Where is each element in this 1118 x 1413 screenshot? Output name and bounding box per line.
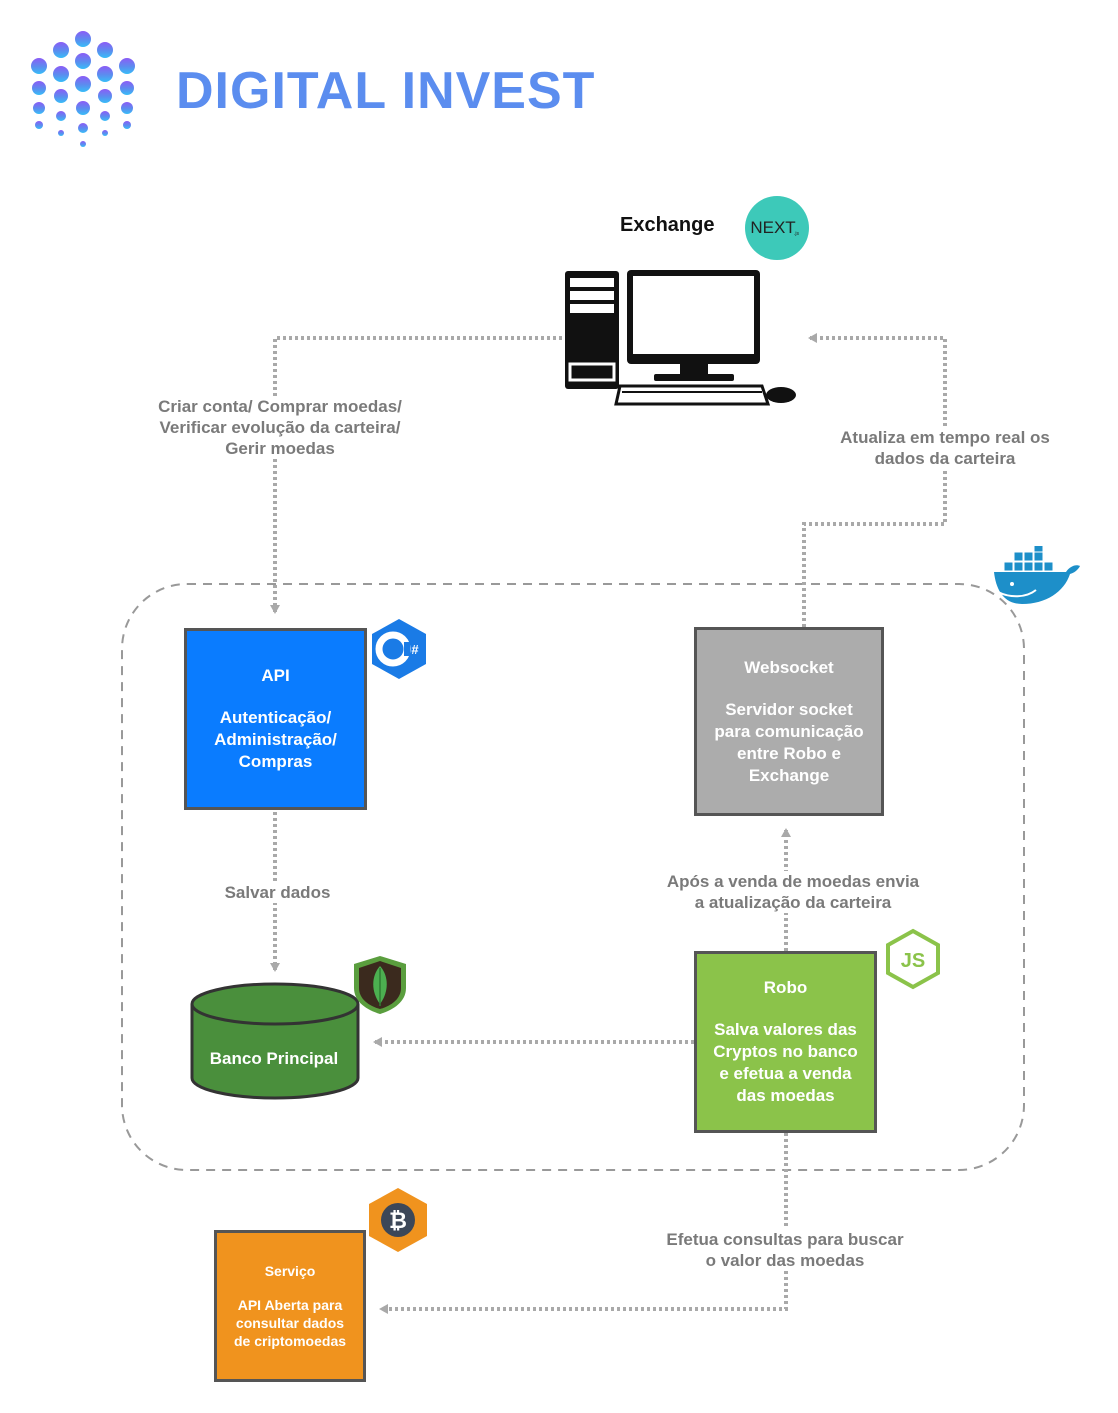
- database-cylinder: [190, 982, 360, 1100]
- label-line: Criar conta/: [158, 397, 253, 416]
- nextjs-logo: NEXT .js: [745, 196, 809, 260]
- nextjs-logo-suffix: .js: [794, 231, 800, 237]
- service-title: Serviço: [264, 1263, 316, 1279]
- label-line: envia a atualização da carteira: [694, 872, 920, 912]
- label-exchange-to-api: Criar conta/ Comprar moedas/ Verificar e…: [150, 396, 410, 459]
- label-line: Atualiza em tempo real os: [840, 428, 1050, 447]
- flow-websocket-to-exchange: [802, 333, 947, 627]
- computer-icon: [565, 270, 796, 406]
- websocket-body-line: Exchange: [748, 765, 830, 785]
- docker-icon: [994, 546, 1080, 604]
- service-body-line: de criptomoedas: [233, 1333, 347, 1349]
- label-line: dados da carteira: [874, 449, 1016, 468]
- api-title: API: [261, 666, 290, 685]
- mongodb-icon: [354, 956, 406, 1014]
- nodejs-text: JS: [901, 950, 925, 972]
- svg-text:#: #: [411, 642, 419, 657]
- nodejs-icon: JS: [886, 928, 940, 990]
- label-line: Verificar evolução da carteira/: [159, 418, 401, 437]
- flow-robo-to-service: [379, 1133, 788, 1314]
- digital-invest-logo: [31, 31, 135, 147]
- robo-body-line: Salva valores das: [714, 1020, 857, 1039]
- api-body-line: Autenticação/: [219, 708, 332, 727]
- robo-title: Robo: [763, 978, 808, 997]
- flow-exchange-to-api: [270, 336, 562, 614]
- bitcoin-icon: ₿: [369, 1188, 427, 1252]
- robo-body-line: e efetua a venda: [719, 1064, 852, 1083]
- websocket-title: Websocket: [744, 657, 834, 677]
- websocket-body-line: Servidor socket: [725, 699, 853, 719]
- label-robo-to-service: Efetua consultas para buscar o valor das…: [665, 1229, 905, 1271]
- label-line: buscar o valor das moedas: [705, 1230, 904, 1270]
- websocket-body-line: para comunicação: [714, 721, 864, 741]
- api-body-line: Administração/: [214, 730, 337, 749]
- exchange-label: Exchange: [620, 214, 715, 236]
- csharp-icon: C# #: [372, 619, 426, 679]
- api-box: API Autenticação/ Administração/ Compras: [184, 628, 367, 810]
- api-body-line: Compras: [238, 752, 313, 771]
- page-title: DIGITAL INVEST: [176, 62, 596, 120]
- bitcoin-text: ₿: [389, 1209, 407, 1234]
- label-line: Comprar moedas/: [257, 397, 402, 416]
- docker-boundary: [121, 583, 1025, 1171]
- label-line: Após a venda de moedas: [666, 872, 871, 891]
- service-body-line: consultar dados: [235, 1315, 345, 1331]
- label-websocket-to-exchange: Atualiza em tempo real os dados da carte…: [830, 427, 1060, 469]
- service-body-line: API Aberta para: [237, 1297, 343, 1313]
- service-box: Serviço API Aberta para consultar dados …: [214, 1230, 366, 1382]
- websocket-box: Websocket Servidor socket para comunicaç…: [694, 627, 884, 816]
- label-save-data: Salvar dados: [215, 882, 340, 903]
- websocket-body-line: entre Robo e: [737, 743, 841, 763]
- database-label: Banco Principal: [209, 1049, 339, 1068]
- label-robo-to-websocket: Após a venda de moedas envia a atualizaç…: [660, 871, 926, 913]
- robo-box: Robo Salva valores das Cryptos no banco …: [694, 951, 877, 1133]
- robo-body-line: Cryptos no banco: [713, 1042, 858, 1061]
- label-line: Gerir moedas: [225, 439, 335, 458]
- nextjs-logo-text: NEXT: [750, 218, 795, 237]
- label-line: Efetua consultas para: [666, 1230, 844, 1249]
- robo-body-line: das moedas: [736, 1086, 835, 1105]
